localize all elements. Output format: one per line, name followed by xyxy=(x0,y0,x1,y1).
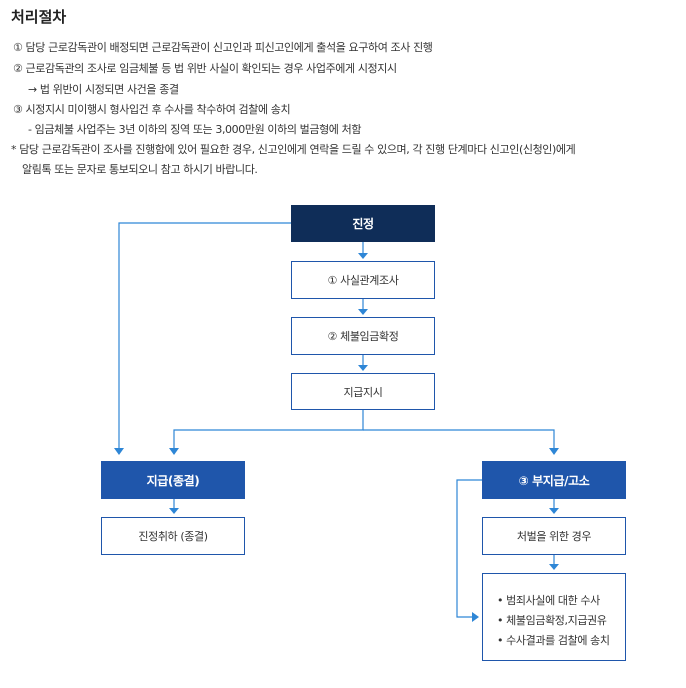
note-2-sub: → 법 위반이 시정되면 사건을 종결 xyxy=(28,83,179,96)
page-title: 처리절차 xyxy=(11,8,67,26)
list-item: • 체불임금확정,지급권유 xyxy=(497,614,607,627)
flow-start-box: 진정 xyxy=(291,205,435,242)
flow-step-payment-order: 지급지시 xyxy=(291,373,435,410)
note-asterisk: * 담당 근로감독관이 조사를 진행함에 있어 필요한 경우, 신고인에게 연락… xyxy=(11,143,576,156)
list-item: • 수사결과를 검찰에 송치 xyxy=(497,634,610,647)
flow-unpaid-list-box: • 범죄사실에 대한 수사 • 체불임금확정,지급권유 • 수사결과를 검찰에 … xyxy=(482,573,626,661)
flow-unpaid-box: ③ 부지급/고소 xyxy=(482,461,626,499)
flow-unpaid-sub-box: 처벌을 위한 경우 xyxy=(482,517,626,555)
flow-step-fact-check: ① 사실관계조사 xyxy=(291,261,435,299)
note-asterisk-cont: 알림톡 또는 문자로 통보되오니 참고 하시기 바랍니다. xyxy=(22,163,258,176)
note-3: ③ 시정지시 미이행시 형사입건 후 수사를 착수하여 검찰에 송치 xyxy=(13,103,291,116)
list-item: • 범죄사실에 대한 수사 xyxy=(497,594,600,607)
flow-step-wage-confirm: ② 체불임금확정 xyxy=(291,317,435,355)
flow-paid-result-box: 진정취하 (종결) xyxy=(101,517,245,555)
flow-paid-box: 지급(종결) xyxy=(101,461,245,499)
note-2: ② 근로감독관의 조사로 임금체불 등 법 위반 사실이 확인되는 경우 사업주… xyxy=(13,62,397,75)
note-3-sub: - 임금체불 사업주는 3년 이하의 징역 또는 3,000만원 이하의 벌금형… xyxy=(28,123,362,136)
note-1: ① 담당 근로감독관이 배정되면 근로감독관이 신고인과 피신고인에게 출석을 … xyxy=(13,41,433,54)
